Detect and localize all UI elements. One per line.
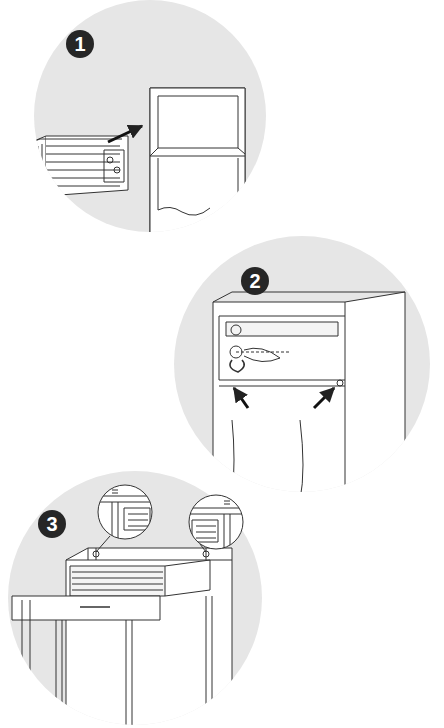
callout-number: 3 — [38, 510, 66, 538]
leader-line — [96, 536, 206, 552]
detail-1 — [100, 490, 150, 540]
cabinet-step1 — [22, 88, 245, 248]
callout-number: 2 — [241, 267, 269, 295]
detail-circle — [189, 495, 243, 549]
detail-2 — [190, 501, 242, 550]
cabinet-step2 — [213, 292, 405, 500]
detail-circle — [98, 485, 152, 539]
cabinet-step3 — [12, 548, 232, 728]
drawer-unit — [22, 136, 128, 206]
pointer-arrow — [234, 388, 248, 408]
callout-number: 1 — [66, 30, 94, 58]
pointer-arrow — [314, 388, 334, 408]
insert-arrow — [108, 126, 142, 142]
